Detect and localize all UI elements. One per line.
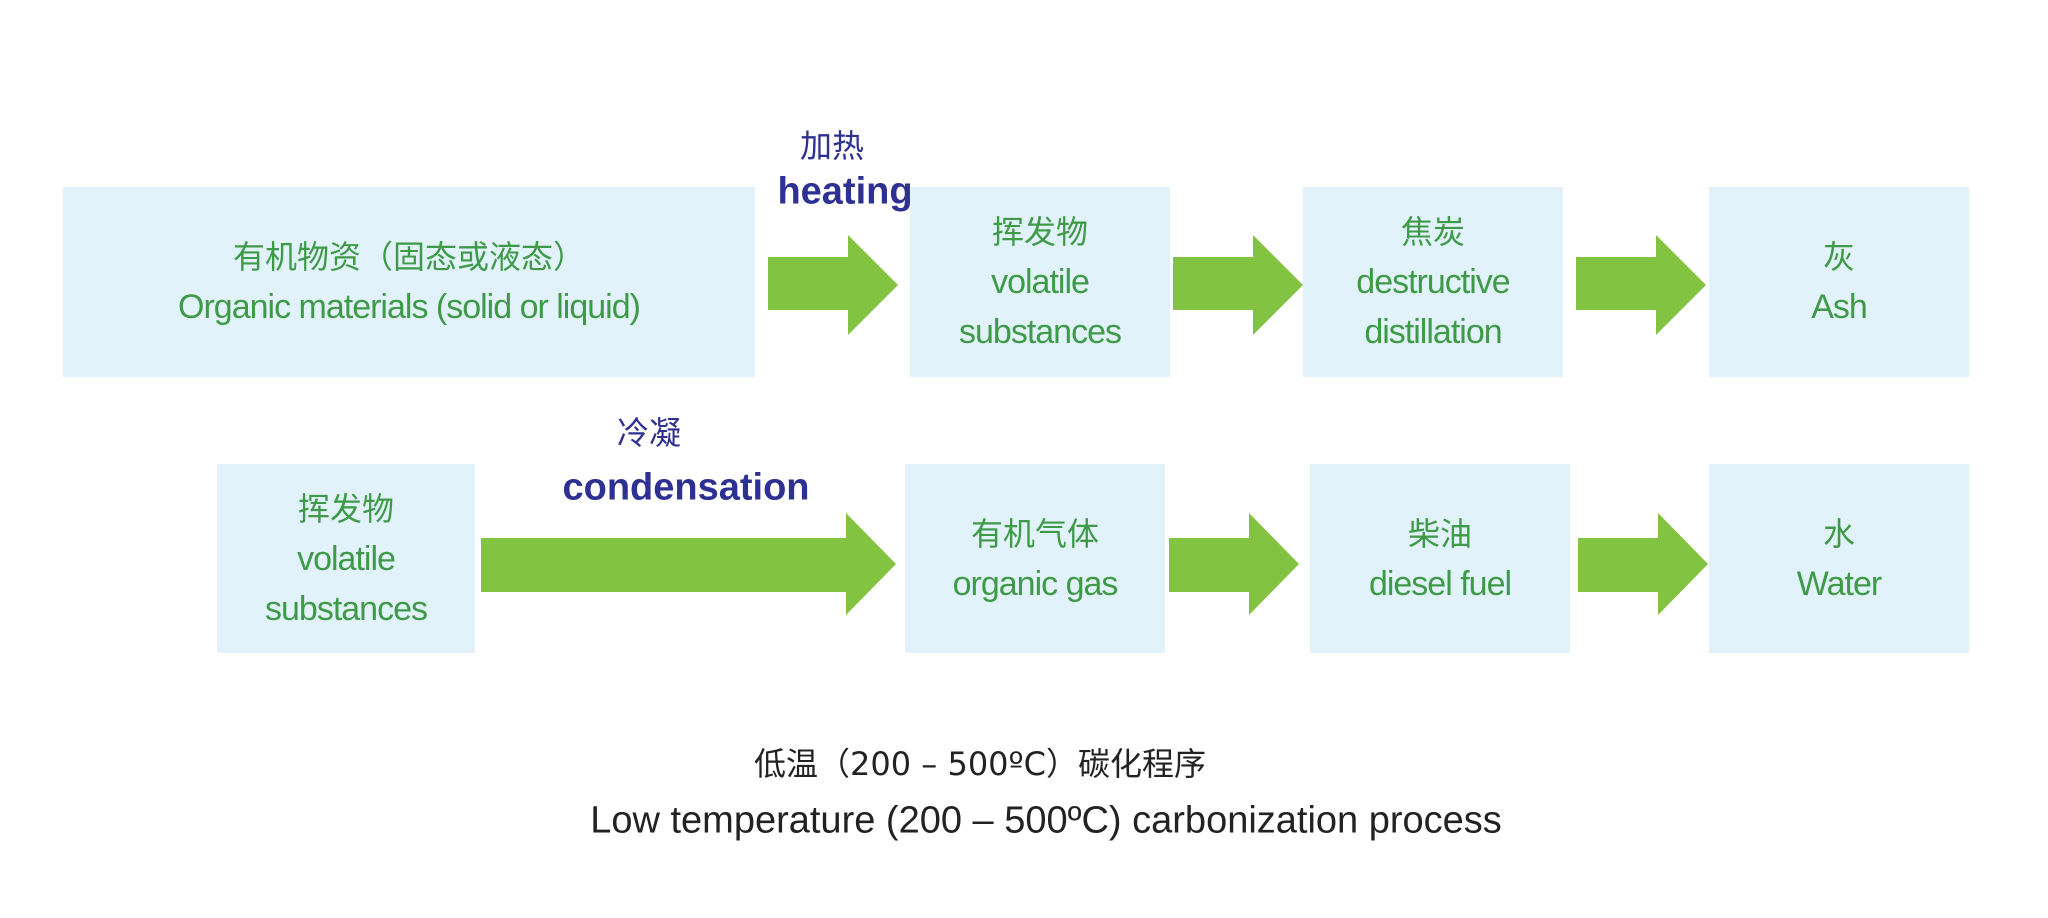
box-destructive-distillation: 焦炭 destructive distillation bbox=[1303, 187, 1563, 377]
box-label-en: organic gas bbox=[952, 564, 1119, 603]
box-label-zh: 挥发物 bbox=[991, 213, 1088, 251]
arrow-right bbox=[1173, 235, 1303, 335]
arrow-condensation bbox=[481, 513, 896, 615]
box-label-zh: 灰 bbox=[1822, 238, 1855, 276]
box-label-en: distillation bbox=[1364, 313, 1502, 351]
box-label-en: Water bbox=[1796, 564, 1882, 603]
box-label-en: substances bbox=[959, 313, 1122, 351]
box-label-zh: 有机气体 bbox=[970, 514, 1099, 553]
caption-zh: 低温（200 – 500ºC）碳化程序 bbox=[754, 745, 1206, 783]
box-label-zh: 水 bbox=[1822, 514, 1855, 553]
box-ash: 灰 Ash bbox=[1709, 187, 1969, 377]
box-label-zh: 有机物资（固态或液态） bbox=[232, 238, 585, 276]
arrow-right bbox=[1169, 513, 1299, 615]
box-label-en: substances bbox=[265, 589, 428, 628]
condensation-label-zh: 冷凝 bbox=[616, 414, 682, 452]
box-diesel-fuel: 柴油 diesel fuel bbox=[1310, 464, 1570, 653]
box-label-en: volatile bbox=[991, 263, 1090, 301]
box-volatile-substances: 挥发物 volatile substances bbox=[910, 187, 1170, 377]
box-label-en: destructive bbox=[1356, 263, 1510, 301]
arrow-right bbox=[1576, 235, 1706, 335]
box-label-zh: 挥发物 bbox=[297, 489, 394, 528]
box-label-en: Organic materials (solid or liquid) bbox=[178, 288, 641, 326]
arrow-heating bbox=[768, 235, 898, 335]
condensation-label-en: condensation bbox=[562, 466, 810, 509]
box-organic-materials: 有机物资（固态或液态） Organic materials (solid or … bbox=[63, 187, 755, 377]
box-label-en: volatile bbox=[297, 539, 396, 578]
box-label-zh: 焦炭 bbox=[1400, 213, 1465, 251]
box-label-en: diesel fuel bbox=[1368, 564, 1512, 603]
box-water: 水 Water bbox=[1709, 464, 1969, 653]
heating-label-en: heating bbox=[777, 170, 913, 213]
box-organic-gas: 有机气体 organic gas bbox=[905, 464, 1165, 653]
heating-label-zh: 加热 bbox=[799, 127, 865, 165]
box-volatile-substances: 挥发物 volatile substances bbox=[217, 464, 475, 653]
box-label-en: Ash bbox=[1811, 288, 1868, 326]
box-label-zh: 柴油 bbox=[1407, 514, 1472, 553]
arrow-right bbox=[1578, 513, 1708, 615]
caption-en: Low temperature (200 – 500ºC) carbonizat… bbox=[590, 799, 1502, 842]
